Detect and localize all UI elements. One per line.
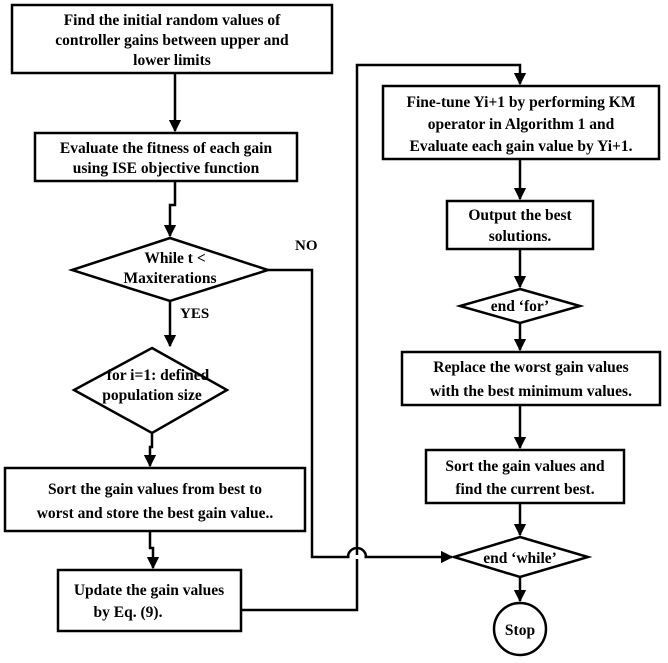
svg-text:Stop: Stop xyxy=(505,622,535,639)
arrow-evaluate-to-while xyxy=(163,181,177,238)
step-evaluate: Evaluate the fitness of each gain using … xyxy=(33,131,299,183)
svg-text:end ‘for’: end ‘for’ xyxy=(491,298,549,315)
connectors xyxy=(143,63,527,612)
svg-text:by Eq. (9).: by Eq. (9). xyxy=(94,604,163,621)
label-no: NO xyxy=(295,238,318,254)
step-update: Update the gain values by Eq. (9). xyxy=(56,568,243,633)
step-init: Find the initial random values of contro… xyxy=(10,3,334,75)
svg-text:Replace the worst gain values: Replace the worst gain values xyxy=(433,359,628,376)
svg-text:lower limits: lower limits xyxy=(133,52,211,69)
step-sort-best: Sort the gain values from best to worst … xyxy=(3,466,307,533)
svg-text:While t <: While t < xyxy=(144,250,205,267)
step-fine-tune: Fine-tune Yi+1 by performing KM operator… xyxy=(381,84,661,161)
svg-text:Evaluate the fitness of each g: Evaluate the fitness of each gain xyxy=(60,140,273,157)
arrow-while-no-to-endwhile xyxy=(268,268,454,564)
svg-text:Evaluate each gain value by Yi: Evaluate each gain value by Yi+1. xyxy=(410,138,633,155)
svg-text:Output the best: Output the best xyxy=(468,207,572,224)
arrow-sort-to-update xyxy=(146,531,160,570)
decision-end-while: end ‘while’ xyxy=(449,535,593,579)
svg-text:Find the initial random values: Find the initial random values of xyxy=(64,12,281,29)
svg-text:with the best minimum values.: with the best minimum values. xyxy=(430,383,632,400)
svg-text:solutions.: solutions. xyxy=(489,228,552,245)
label-yes: YES xyxy=(180,306,209,322)
svg-text:Fine-tune Yi+1 by performing K: Fine-tune Yi+1 by performing KM xyxy=(407,94,636,111)
svg-text:worst and store the best gain: worst and store the best gain value.. xyxy=(37,505,274,522)
svg-text:Update the gain values: Update the gain values xyxy=(74,582,224,599)
decision-for: for i=1: defined population size xyxy=(71,346,230,435)
svg-text:population size: population size xyxy=(102,387,202,404)
svg-text:controller gains between upper: controller gains between upper and xyxy=(55,32,289,49)
terminal-stop: Stop xyxy=(492,601,548,657)
decision-end-for: end ‘for’ xyxy=(455,287,585,325)
svg-text:for i=1: defined: for i=1: defined xyxy=(107,367,210,384)
svg-text:Sort the gain values from best: Sort the gain values from best to xyxy=(48,481,262,498)
svg-text:Sort the gain values and: Sort the gain values and xyxy=(445,458,605,475)
svg-text:operator in Algorithm 1 and: operator in Algorithm 1 and xyxy=(428,116,615,133)
arrow-for-to-sort xyxy=(143,433,157,468)
step-output-best: Output the best solutions. xyxy=(445,199,595,251)
decision-while: While t < Maxiterations xyxy=(67,236,273,303)
svg-text:end ‘while’: end ‘while’ xyxy=(483,550,557,567)
line-crossover-hop xyxy=(346,546,368,558)
step-replace: Replace the worst gain values with the b… xyxy=(400,350,662,407)
svg-text:find the current best.: find the current best. xyxy=(455,481,594,498)
arrow-update-to-finetune xyxy=(241,63,527,612)
step-sort-current: Sort the gain values and find the curren… xyxy=(424,448,626,505)
svg-text:using ISE objective function: using ISE objective function xyxy=(73,160,260,177)
svg-text:Maxiterations: Maxiterations xyxy=(124,270,217,287)
